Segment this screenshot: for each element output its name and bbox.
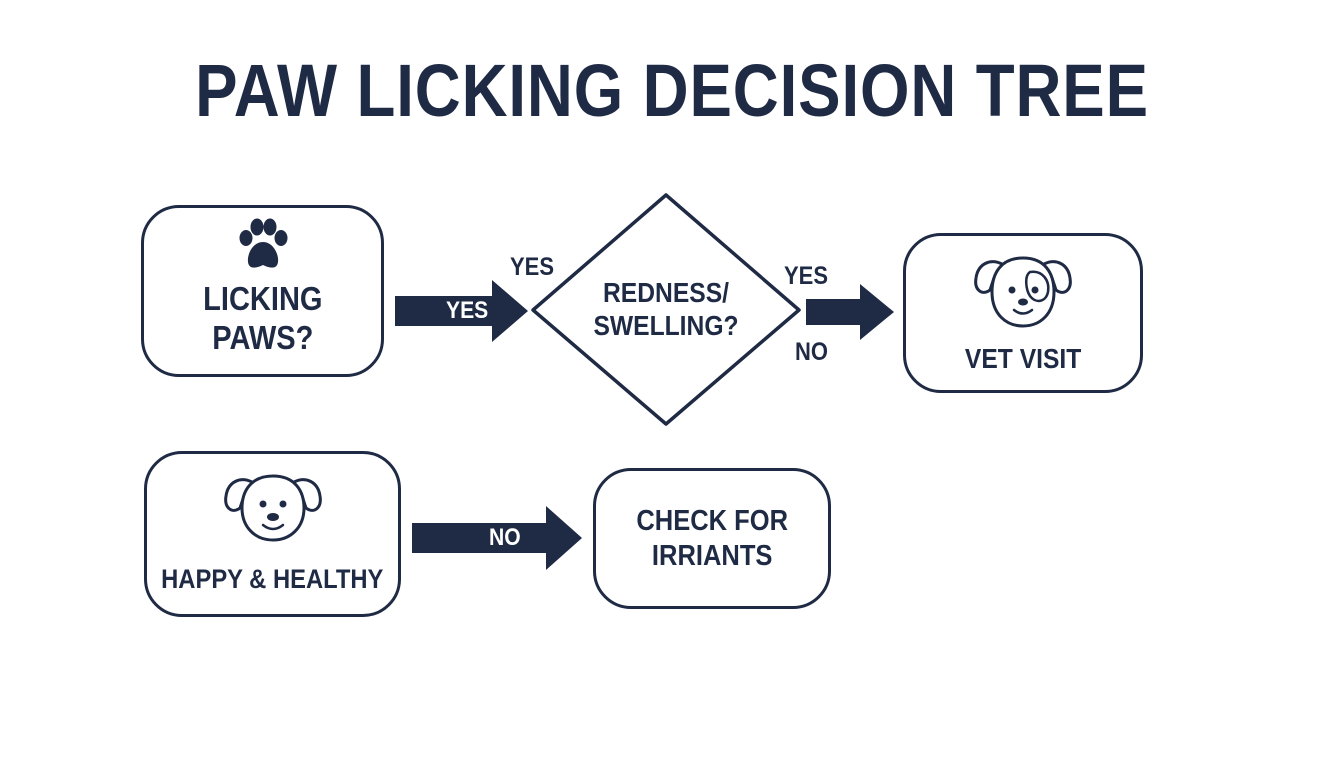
node-vet-visit: VET VISIT — [903, 233, 1143, 393]
edge-label-no-right: NO — [795, 338, 828, 366]
edge-label-yes-right: YES — [784, 262, 829, 290]
paw-icon — [239, 218, 287, 268]
edge-label-yes-above-diamond: YES — [510, 253, 555, 281]
node-check-irritants: CHECK FOR IRRIANTS — [593, 468, 831, 609]
node-licking-paws-line1: LICKING — [202, 280, 323, 318]
node-redness-line1: REDNESS/ — [603, 277, 729, 308]
arrow-redness-to-vet — [806, 284, 894, 340]
arrow-label-no: NO — [489, 524, 521, 551]
node-happy-healthy-label: HAPPY & HEALTHY — [161, 564, 384, 594]
node-redness-line2: SWELLING? — [593, 310, 739, 342]
arrow-licking-to-redness — [395, 280, 528, 342]
arrow-label-yes-1: YES — [446, 297, 489, 324]
node-happy-healthy: HAPPY & HEALTHY — [144, 451, 401, 617]
node-check-line2: IRRIANTS — [651, 539, 773, 572]
dog-face-icon — [223, 474, 322, 542]
arrow-happy-to-check — [412, 506, 582, 570]
node-licking-paws-line2: PAWS? — [211, 319, 314, 356]
node-check-line1: CHECK FOR — [636, 505, 788, 538]
node-licking-paws: LICKING PAWS? — [141, 205, 384, 377]
decision-diamond-redness — [531, 193, 801, 426]
dog-face-icon — [974, 256, 1072, 328]
node-vet-visit-label: VET VISIT — [964, 343, 1082, 374]
page-title: PAW LICKING DECISION TREE — [195, 49, 1149, 132]
node-redness-swelling-label: REDNESS/ SWELLING? — [578, 276, 754, 342]
